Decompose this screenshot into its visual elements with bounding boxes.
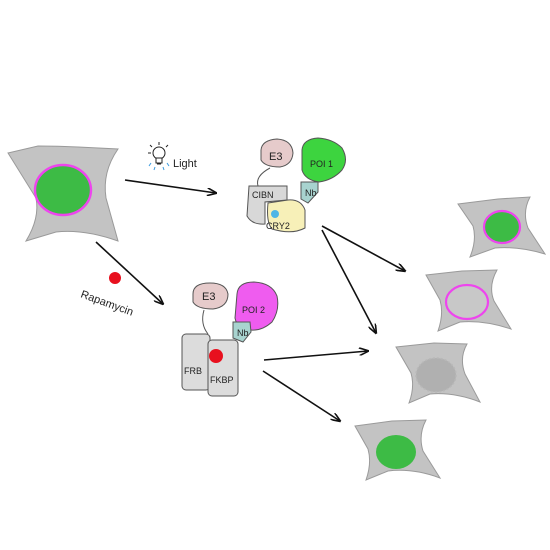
light-label-group: Light (148, 142, 197, 171)
frb (181, 333, 211, 391)
lightbulb-icon (148, 142, 170, 171)
arrow-cell-to-rapamycin-complex (95, 241, 163, 304)
fkbp-label: FKBP (210, 375, 234, 385)
cibn (246, 185, 288, 225)
result-cell-poi1-degraded (425, 269, 513, 332)
nanobody (232, 321, 252, 343)
cry2-label: CRY2 (266, 221, 290, 231)
e3-label: E3 (269, 151, 282, 163)
arrow-rapamycin-to-poi2-degraded (262, 370, 340, 421)
arrow-rapamycin-to-both-degraded (263, 351, 368, 361)
e3-ligase (260, 138, 294, 168)
poi-2-label: POI 2 (242, 305, 265, 315)
linker (257, 167, 271, 187)
result-cell-poi2-degraded (354, 419, 442, 481)
frb-label: FRB (184, 366, 202, 376)
red-dot-icon (109, 272, 121, 284)
chromophore (271, 210, 279, 218)
result-cell-both-degraded (395, 342, 482, 404)
initial-nucleus (33, 163, 93, 217)
nucleus (444, 283, 490, 321)
nb-label: Nb (305, 188, 317, 198)
nucleus (482, 209, 522, 245)
arrow-light-to-both-degraded (321, 229, 376, 333)
nb-label: Nb (237, 328, 249, 338)
cry2 (267, 199, 306, 233)
rapamycin-label-group: Rapamycin (79, 272, 135, 319)
e3-ligase (192, 282, 229, 310)
initial-cell (7, 145, 119, 242)
light-label: Light (173, 158, 197, 170)
result-cell-both-present (457, 196, 547, 258)
poi-1 (301, 137, 346, 183)
poi-1-label: POI 1 (310, 159, 333, 169)
fkbp (207, 339, 239, 397)
nanobody (300, 181, 319, 204)
cibn-label: CIBN (252, 190, 274, 200)
arrow-light-to-poi1-degraded (321, 225, 405, 271)
nucleus (415, 357, 457, 393)
light-complex: E3 POI 1 Nb CIBN CRY2 (246, 137, 346, 233)
arrow-cell-to-light-complex (124, 179, 216, 193)
rapamycin-complex: E3 POI 2 Nb FRB FKBP (181, 281, 279, 397)
nucleus (376, 435, 416, 469)
rapamycin-label: Rapamycin (79, 289, 135, 319)
e3-label: E3 (202, 291, 215, 303)
rapamycin-molecule (209, 349, 223, 363)
linker (202, 309, 209, 335)
